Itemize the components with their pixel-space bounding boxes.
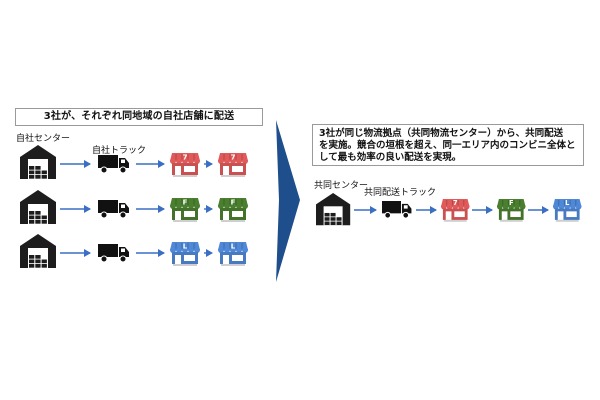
store-letter: L [231, 243, 236, 251]
right-caption-line-3: して最も効率の良い配送を実現。 [319, 152, 462, 163]
store-icon: L [553, 199, 582, 222]
left-caption-text: 3社が、それぞれ同地域の自社店舗に配送 [43, 111, 235, 122]
shared-center-warehouse-icon [316, 193, 351, 226]
store-letter: L [183, 243, 188, 251]
transition-arrow-icon [276, 120, 300, 282]
store-icon: L [218, 242, 248, 266]
store-letter: L [565, 199, 570, 207]
store-icon: F [170, 198, 200, 222]
store-letter: F [231, 199, 236, 207]
own-center-label: 自社センター [16, 134, 71, 144]
store-icon: L [170, 242, 200, 266]
store-icon: 7 [218, 153, 248, 177]
own-center-warehouse-icon [20, 234, 56, 268]
left-caption: 3社が、それぞれ同地域の自社店舗に配送 [15, 108, 263, 126]
right-caption-line-1: 3社が同じ物流拠点（共同物流センター）から、共同配送 [319, 128, 564, 139]
own-truck-label: 自社トラック [92, 146, 147, 156]
store-letter: F [509, 199, 514, 207]
store-icon: F [218, 198, 248, 222]
store-icon: F [497, 199, 526, 222]
own-center-warehouse-icon [20, 190, 56, 224]
store-letter: F [183, 199, 188, 207]
store-letter: 7 [183, 154, 188, 162]
right-caption: 3社が同じ物流拠点（共同物流センター）から、共同配送 を実施。競合の垣根を超え、… [312, 124, 584, 166]
shared-truck-icon [382, 201, 412, 219]
own-truck-icon [98, 244, 129, 263]
store-icon: 7 [441, 199, 470, 222]
right-caption-line-2: を実施。競合の垣根を超え、同一エリア内のコンビニ全体と [319, 140, 576, 151]
own-truck-icon [98, 155, 129, 174]
store-letter: 7 [231, 154, 236, 162]
store-icon: 7 [170, 153, 200, 177]
own-center-warehouse-icon [20, 145, 56, 179]
shared-truck-label: 共同配送トラック [364, 188, 437, 198]
shared-center-label: 共同センター [314, 181, 369, 191]
own-truck-icon [98, 200, 129, 219]
store-letter: 7 [453, 199, 458, 207]
